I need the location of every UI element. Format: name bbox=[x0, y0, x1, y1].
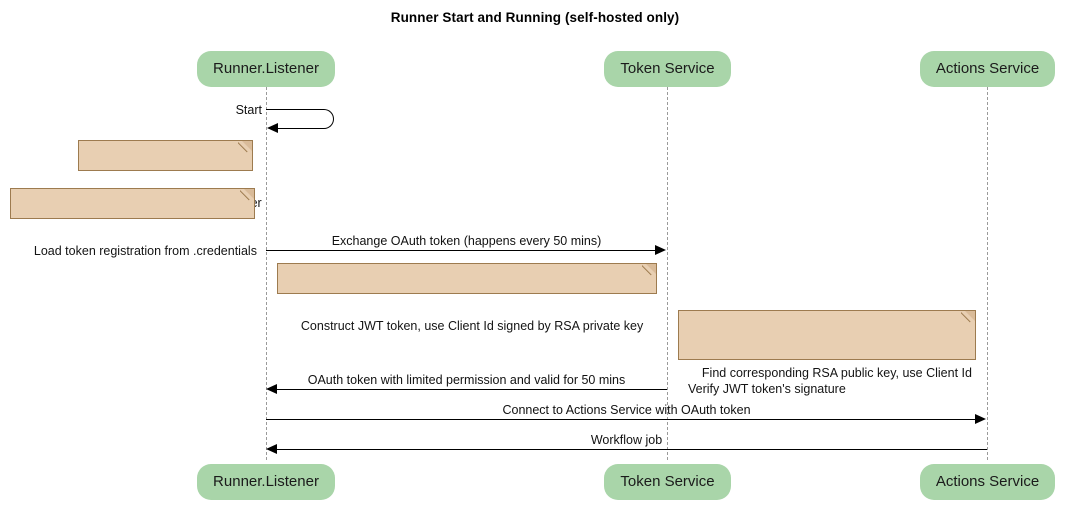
arrowhead-oauth-token-reply bbox=[266, 384, 277, 394]
message-label-exchange-oauth: Exchange OAuth token (happens every 50 m… bbox=[331, 234, 602, 248]
message-line-connect-actions bbox=[266, 419, 976, 420]
message-label-workflow-job: Workflow job bbox=[590, 433, 663, 447]
participant-footer-runner-listener[interactable]: Runner.Listener bbox=[197, 464, 335, 500]
note-fold-edge-icon bbox=[961, 311, 975, 325]
arrowhead-exchange-oauth bbox=[655, 245, 666, 255]
message-label-oauth-token-reply: OAuth token with limited permission and … bbox=[307, 373, 626, 387]
message-line-workflow-job bbox=[277, 449, 987, 450]
note-fold-edge-icon bbox=[642, 264, 656, 278]
participant-footer-token-service[interactable]: Token Service bbox=[604, 464, 731, 500]
arrowhead-connect-actions bbox=[975, 414, 986, 424]
self-message-label-start: Start bbox=[235, 103, 262, 117]
participant-footer-actions-service[interactable]: Actions Service bbox=[920, 464, 1055, 500]
participant-label: Runner.Listener bbox=[213, 60, 319, 77]
lifeline-runner bbox=[266, 87, 267, 460]
participant-label: Token Service bbox=[620, 60, 715, 77]
message-line-exchange-oauth bbox=[266, 250, 656, 251]
note-text: Construct JWT token, use Client Id signe… bbox=[300, 319, 644, 333]
lifeline-actions bbox=[987, 87, 988, 460]
participant-label: Token Service bbox=[620, 473, 715, 490]
note-construct-jwt: Construct JWT token, use Client Id signe… bbox=[277, 263, 657, 333]
note-verify-jwt: Find corresponding RSA public key, use C… bbox=[678, 310, 976, 396]
participant-runner-listener[interactable]: Runner.Listener bbox=[197, 51, 335, 87]
arrowhead-workflow-job bbox=[266, 444, 277, 454]
participant-actions-service[interactable]: Actions Service bbox=[920, 51, 1055, 87]
page-title: Runner Start and Running (self-hosted on… bbox=[390, 10, 680, 25]
participant-label: Actions Service bbox=[935, 473, 1040, 490]
message-line-oauth-token-reply bbox=[277, 389, 667, 390]
participant-token-service[interactable]: Token Service bbox=[604, 51, 731, 87]
message-label-connect-actions: Connect to Actions Service with OAuth to… bbox=[502, 403, 751, 417]
self-message-start bbox=[266, 109, 334, 133]
note-load-config: Load config info from .runner bbox=[78, 140, 262, 210]
note-text: Load token registration from .credential… bbox=[33, 244, 257, 258]
arrowhead-start bbox=[267, 122, 278, 133]
note-fold-edge-icon bbox=[240, 189, 254, 203]
note-fold-edge-icon bbox=[238, 141, 252, 155]
lifeline-token bbox=[667, 87, 668, 460]
participant-label: Actions Service bbox=[935, 60, 1040, 77]
note-text: Find corresponding RSA public key, use C… bbox=[688, 366, 972, 396]
participant-label: Runner.Listener bbox=[213, 473, 319, 490]
note-load-token-registration: Load token registration from .credential… bbox=[10, 188, 257, 258]
